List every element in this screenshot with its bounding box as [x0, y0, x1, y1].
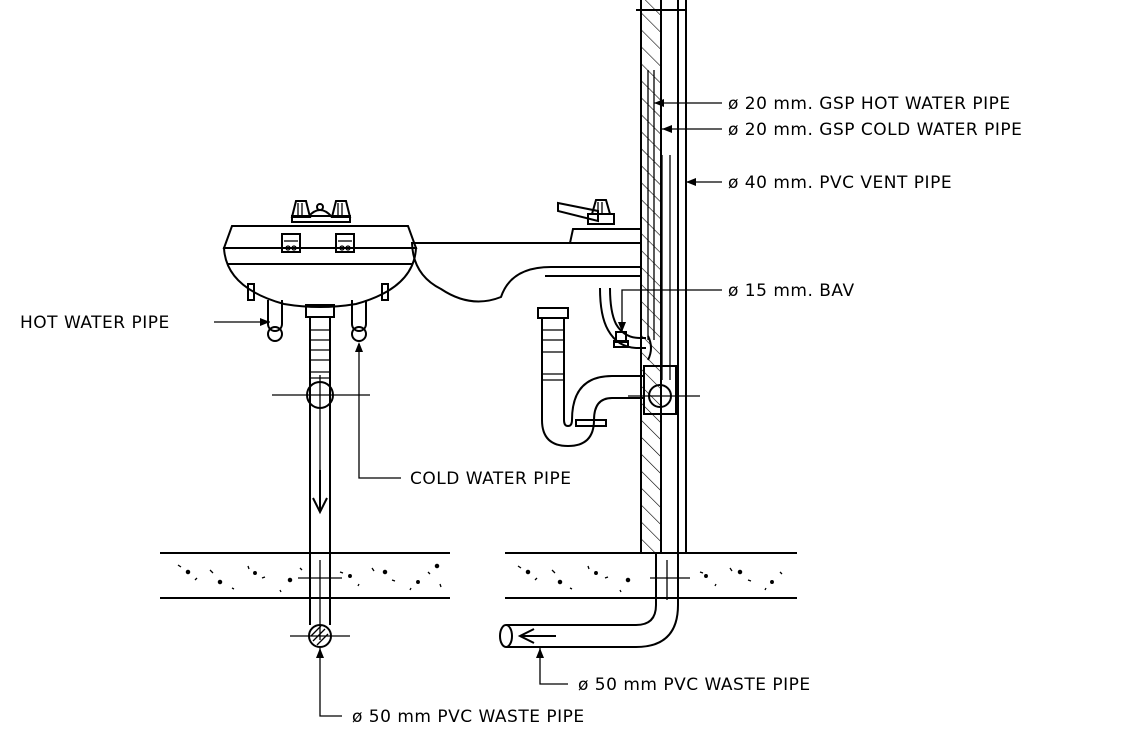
wall-section [636, 0, 687, 553]
label-gsp-hot-water-pipe: ø 20 mm. GSP HOT WATER PIPE [728, 94, 1011, 114]
basin-side-view [410, 199, 700, 448]
leader-lines [214, 99, 722, 717]
label-hot-water-pipe: HOT WATER PIPE [20, 313, 170, 333]
label-cold-water-pipe: COLD WATER PIPE [410, 469, 572, 489]
label-waste-pipe-right: ø 50 mm PVC WASTE PIPE [578, 675, 811, 695]
faucet-handles [290, 200, 352, 223]
floor-slab-left [160, 552, 450, 599]
label-vent-pipe: ø 40 mm. PVC VENT PIPE [728, 173, 952, 193]
label-bav: ø 15 mm. BAV [728, 281, 855, 301]
label-gsp-cold-water-pipe: ø 20 mm. GSP COLD WATER PIPE [728, 120, 1022, 140]
label-waste-pipe-left: ø 50 mm PVC WASTE PIPE [352, 707, 585, 727]
waste-pipe-elbow [499, 553, 690, 648]
floor-slab-right [505, 552, 797, 599]
basin-front-view [222, 200, 418, 648]
